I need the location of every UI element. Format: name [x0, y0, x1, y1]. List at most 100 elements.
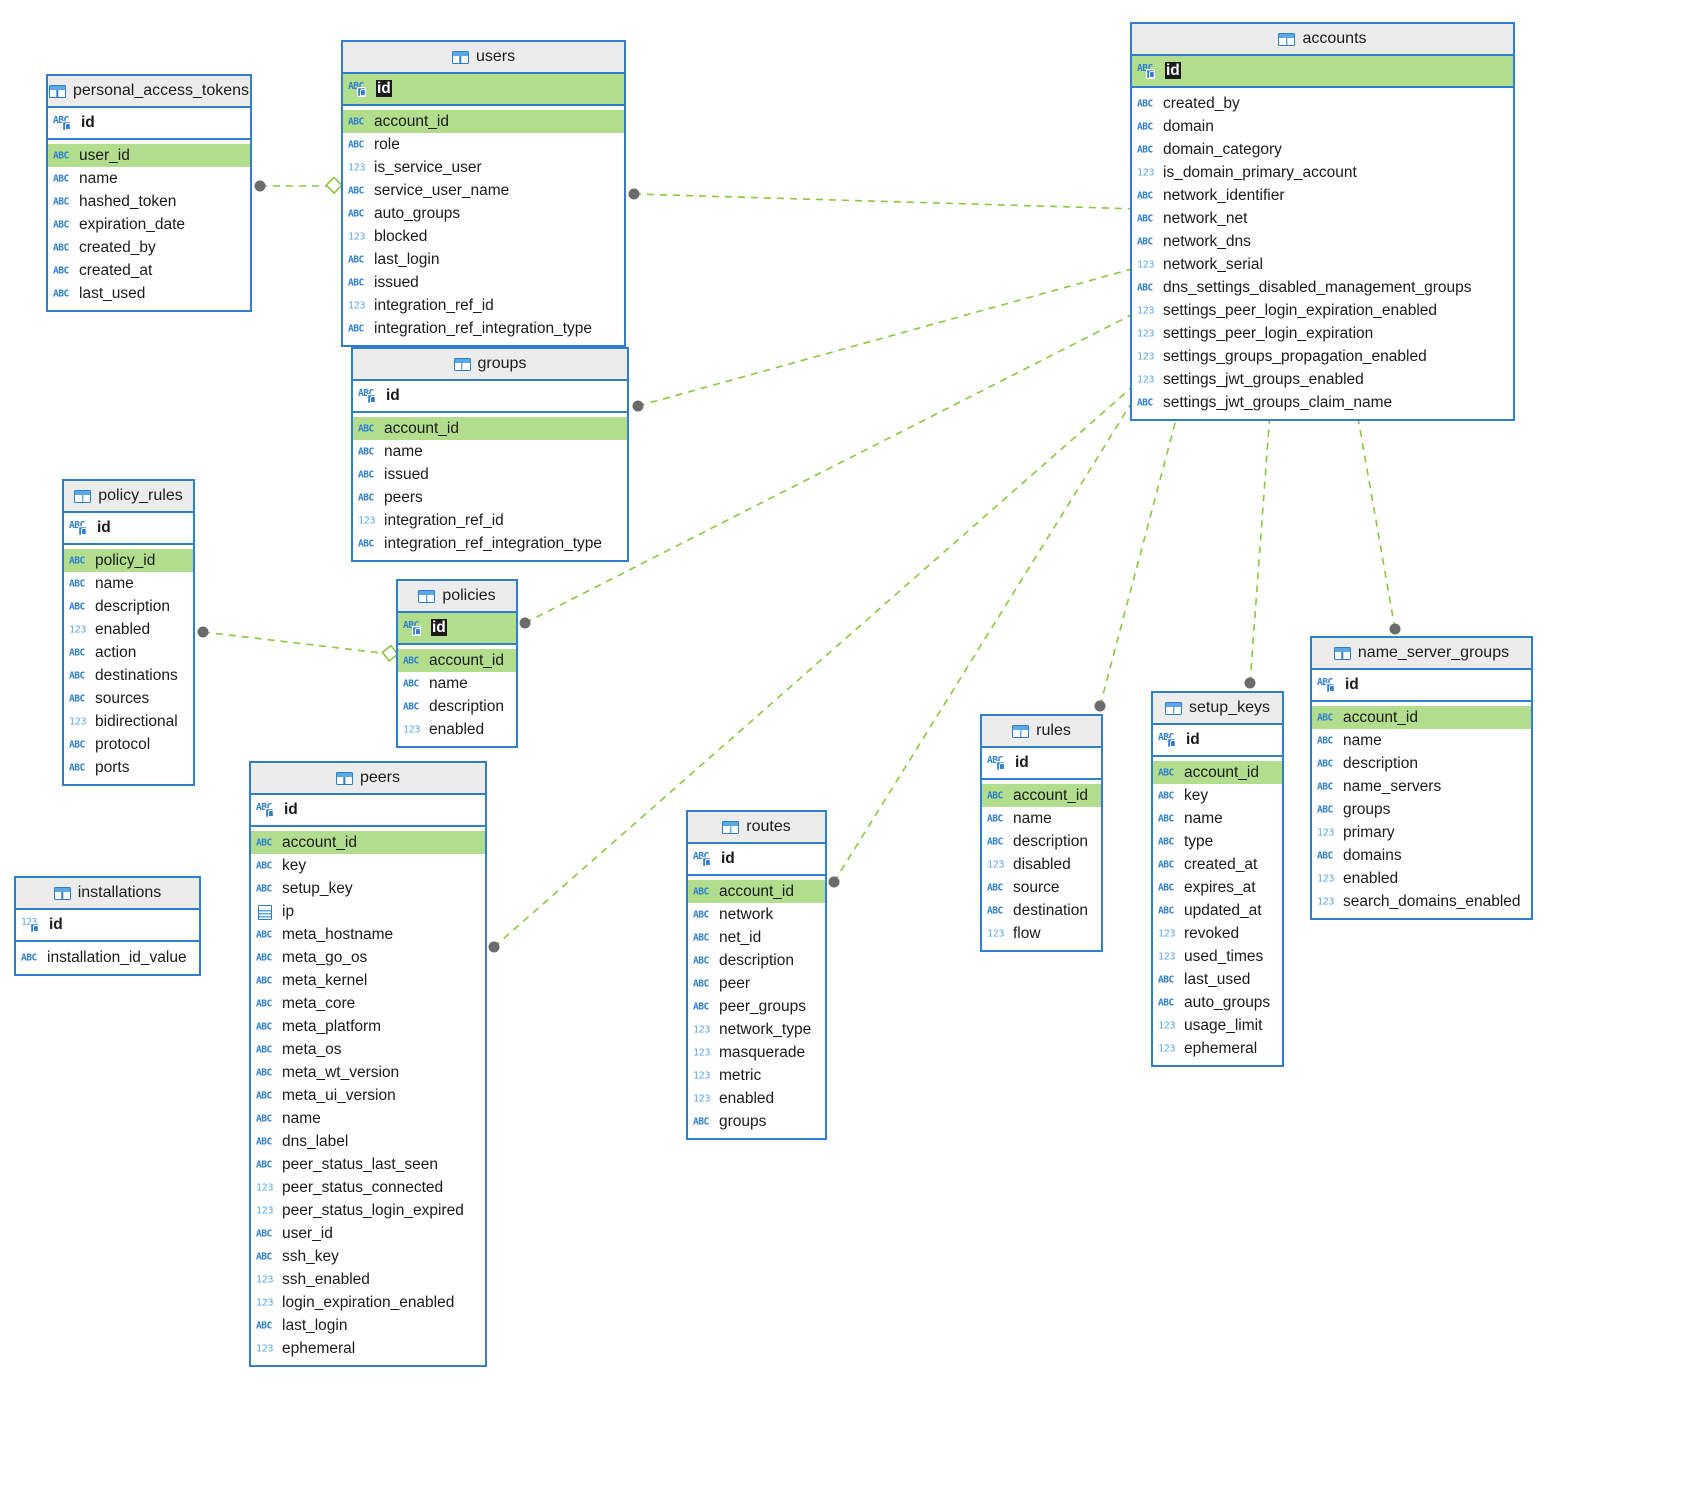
field-row[interactable]: account_id — [688, 880, 825, 903]
field-row[interactable]: name — [64, 572, 193, 595]
field-row[interactable]: ssh_enabled — [251, 1268, 485, 1291]
table-header-groups[interactable]: groups — [353, 349, 627, 381]
primary-key-row-policy_rules[interactable]: id — [64, 513, 193, 545]
field-row[interactable]: key — [1153, 784, 1282, 807]
field-row[interactable]: meta_go_os — [251, 946, 485, 969]
field-row[interactable]: issued — [343, 271, 624, 294]
field-row[interactable]: destinations — [64, 664, 193, 687]
field-row[interactable]: expires_at — [1153, 876, 1282, 899]
field-row[interactable]: ephemeral — [251, 1337, 485, 1360]
field-row[interactable]: meta_core — [251, 992, 485, 1015]
primary-key-row-peers[interactable]: id — [251, 795, 485, 827]
field-row[interactable]: hashed_token — [48, 190, 250, 213]
field-row[interactable]: network_identifier — [1132, 184, 1513, 207]
field-row[interactable]: description — [688, 949, 825, 972]
field-row[interactable]: blocked — [343, 225, 624, 248]
field-row[interactable]: meta_wt_version — [251, 1061, 485, 1084]
primary-key-row-name_server_groups[interactable]: id — [1312, 670, 1531, 702]
field-row[interactable]: peer_groups — [688, 995, 825, 1018]
field-row[interactable]: meta_kernel — [251, 969, 485, 992]
field-row[interactable]: account_id — [343, 110, 624, 133]
table-personal_access_tokens[interactable]: personal_access_tokensiduser_idnamehashe… — [46, 74, 252, 312]
table-setup_keys[interactable]: setup_keysidaccount_idkeynametypecreated… — [1151, 691, 1284, 1067]
field-row[interactable]: last_used — [1153, 968, 1282, 991]
table-header-setup_keys[interactable]: setup_keys — [1153, 693, 1282, 725]
field-row[interactable]: expiration_date — [48, 213, 250, 236]
table-rules[interactable]: rulesidaccount_idnamedescriptiondisabled… — [980, 714, 1103, 952]
field-row[interactable]: peer — [688, 972, 825, 995]
table-policies[interactable]: policiesidaccount_idnamedescriptionenabl… — [396, 579, 518, 748]
field-row[interactable]: auto_groups — [1153, 991, 1282, 1014]
field-row[interactable]: installation_id_value — [16, 946, 199, 969]
table-peers[interactable]: peersidaccount_idkeysetup_keyipmeta_host… — [249, 761, 487, 1367]
field-row[interactable]: created_by — [1132, 92, 1513, 115]
field-row[interactable]: last_login — [343, 248, 624, 271]
field-row[interactable]: description — [64, 595, 193, 618]
field-row[interactable]: source — [982, 876, 1101, 899]
table-header-policy_rules[interactable]: policy_rules — [64, 481, 193, 513]
field-row[interactable]: masquerade — [688, 1041, 825, 1064]
field-row[interactable]: groups — [1312, 798, 1531, 821]
table-header-users[interactable]: users — [343, 42, 624, 74]
field-row[interactable]: description — [982, 830, 1101, 853]
field-row[interactable]: account_id — [251, 831, 485, 854]
field-row[interactable]: name — [48, 167, 250, 190]
field-row[interactable]: created_at — [48, 259, 250, 282]
field-row[interactable]: peer_status_last_seen — [251, 1153, 485, 1176]
table-groups[interactable]: groupsidaccount_idnameissuedpeersintegra… — [351, 347, 629, 562]
table-header-rules[interactable]: rules — [982, 716, 1101, 748]
table-policy_rules[interactable]: policy_rulesidpolicy_idnamedescriptionen… — [62, 479, 195, 786]
table-header-name_server_groups[interactable]: name_server_groups — [1312, 638, 1531, 670]
field-row[interactable]: settings_jwt_groups_enabled — [1132, 368, 1513, 391]
field-row[interactable]: name — [353, 440, 627, 463]
primary-key-row-routes[interactable]: id — [688, 844, 825, 876]
table-header-peers[interactable]: peers — [251, 763, 485, 795]
field-row[interactable]: issued — [353, 463, 627, 486]
field-row[interactable]: ephemeral — [1153, 1037, 1282, 1060]
field-row[interactable]: meta_hostname — [251, 923, 485, 946]
field-row[interactable]: action — [64, 641, 193, 664]
field-row[interactable]: account_id — [1153, 761, 1282, 784]
field-row[interactable]: account_id — [1312, 706, 1531, 729]
field-row[interactable]: enabled — [398, 718, 516, 741]
primary-key-row-policies[interactable]: id — [398, 613, 516, 645]
table-users[interactable]: usersidaccount_idroleis_service_userserv… — [341, 40, 626, 347]
table-name_server_groups[interactable]: name_server_groupsidaccount_idnamedescri… — [1310, 636, 1533, 920]
primary-key-row-installations[interactable]: id — [16, 910, 199, 942]
field-row[interactable]: settings_groups_propagation_enabled — [1132, 345, 1513, 368]
field-row[interactable]: integration_ref_integration_type — [343, 317, 624, 340]
field-row[interactable]: peer_status_connected — [251, 1176, 485, 1199]
field-row[interactable]: revoked — [1153, 922, 1282, 945]
field-row[interactable]: bidirectional — [64, 710, 193, 733]
field-row[interactable]: search_domains_enabled — [1312, 890, 1531, 913]
field-row[interactable]: type — [1153, 830, 1282, 853]
field-row[interactable]: integration_ref_id — [353, 509, 627, 532]
field-row[interactable]: domain_category — [1132, 138, 1513, 161]
field-row[interactable]: flow — [982, 922, 1101, 945]
primary-key-row-personal_access_tokens[interactable]: id — [48, 108, 250, 140]
field-row[interactable]: name — [1153, 807, 1282, 830]
field-row[interactable]: login_expiration_enabled — [251, 1291, 485, 1314]
field-row[interactable]: peers — [353, 486, 627, 509]
field-row[interactable]: settings_peer_login_expiration — [1132, 322, 1513, 345]
field-row[interactable]: name — [1312, 729, 1531, 752]
field-row[interactable]: sources — [64, 687, 193, 710]
field-row[interactable]: account_id — [982, 784, 1101, 807]
field-row[interactable]: updated_at — [1153, 899, 1282, 922]
field-row[interactable]: name — [398, 672, 516, 695]
field-row[interactable]: ip — [251, 900, 485, 923]
field-row[interactable]: destination — [982, 899, 1101, 922]
field-row[interactable]: used_times — [1153, 945, 1282, 968]
primary-key-row-groups[interactable]: id — [353, 381, 627, 413]
field-row[interactable]: service_user_name — [343, 179, 624, 202]
field-row[interactable]: description — [398, 695, 516, 718]
field-row[interactable]: protocol — [64, 733, 193, 756]
field-row[interactable]: groups — [688, 1110, 825, 1133]
field-row[interactable]: settings_jwt_groups_claim_name — [1132, 391, 1513, 414]
field-row[interactable]: peer_status_login_expired — [251, 1199, 485, 1222]
field-row[interactable]: network — [688, 903, 825, 926]
field-row[interactable]: setup_key — [251, 877, 485, 900]
table-header-personal_access_tokens[interactable]: personal_access_tokens — [48, 76, 250, 108]
field-row[interactable]: primary — [1312, 821, 1531, 844]
field-row[interactable]: user_id — [251, 1222, 485, 1245]
